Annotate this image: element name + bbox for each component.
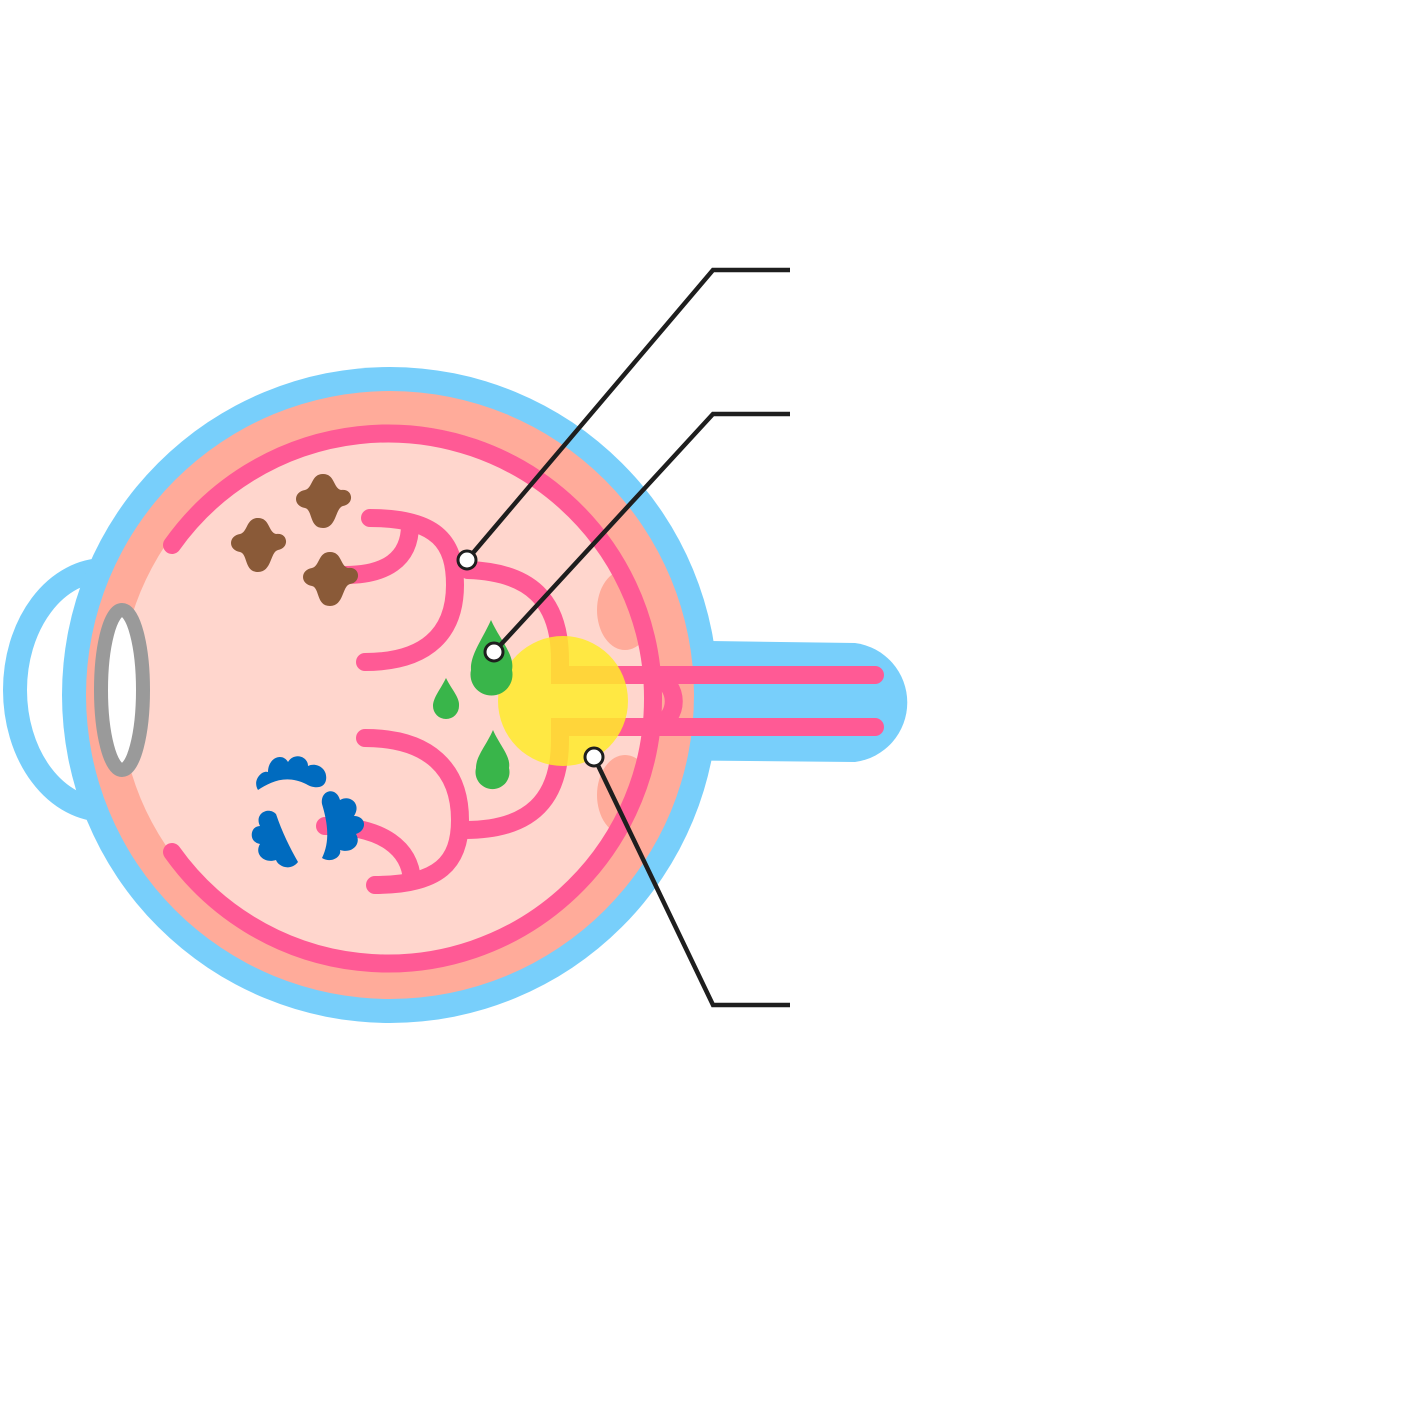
retina [163,424,662,973]
lens [94,603,150,777]
callout-dots [456,549,605,768]
callout-dot-3 [583,746,605,768]
callout-lines [465,267,790,1008]
hemorrhages [231,474,359,606]
callout-line-1 [465,267,790,562]
macula-spot [498,636,628,766]
exudates [251,756,365,868]
callout-dot-2 [483,641,505,663]
callout-dot-1 [456,549,478,571]
callout-line-2 [492,411,790,654]
callout-line-3 [591,756,790,1008]
